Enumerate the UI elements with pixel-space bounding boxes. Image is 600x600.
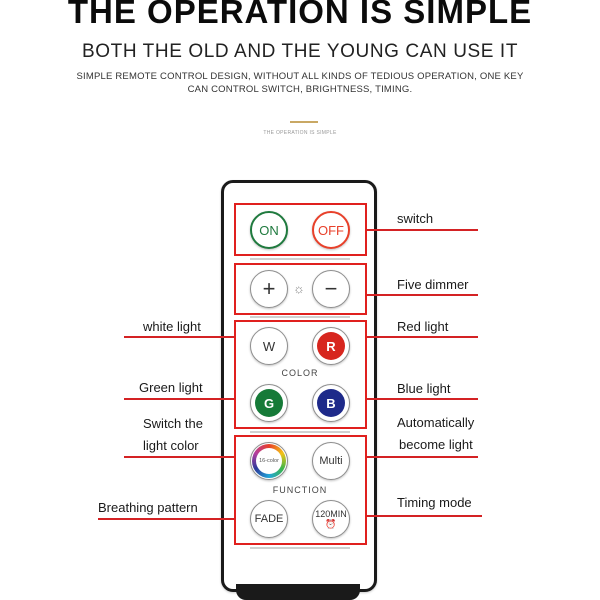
separator-1 — [250, 258, 350, 260]
timer-button-label: 120MIN — [315, 509, 347, 519]
remote-control-body — [221, 180, 377, 592]
description-line-1: SIMPLE REMOTE CONTROL DESIGN, WITHOUT AL… — [76, 71, 524, 82]
callout-line-white — [124, 336, 234, 338]
callout-auto-line2: become light — [399, 437, 473, 452]
callout-blue-light: Blue light — [397, 381, 451, 396]
color-section-box — [234, 320, 367, 429]
white-light-button[interactable]: W — [250, 327, 288, 365]
color-section-label: COLOR — [281, 368, 319, 378]
callout-line-blue — [367, 398, 478, 400]
timer-button[interactable]: 120MIN ⏰ — [312, 500, 350, 538]
callout-auto-line1: Automatically — [397, 415, 475, 430]
callout-line-switch-color — [124, 456, 234, 458]
blue-light-button-label: B — [317, 389, 345, 417]
blue-light-button[interactable]: B — [312, 384, 350, 422]
separator-4 — [250, 547, 350, 549]
callout-green-light: Green light — [139, 380, 203, 395]
off-button[interactable]: OFF — [312, 211, 350, 249]
fade-button[interactable]: FADE — [250, 500, 288, 538]
on-button[interactable]: ON — [250, 211, 288, 249]
callout-line-auto — [367, 456, 478, 458]
function-section-label: FUNCTION — [272, 485, 328, 495]
callout-five-dimmer: Five dimmer — [397, 277, 469, 292]
remote-bottom-edge — [236, 584, 360, 600]
callout-switch-color-line1: Switch the — [143, 416, 203, 431]
callout-line-switch — [367, 229, 478, 231]
small-caption: THE OPERATION IS SIMPLE — [263, 130, 337, 136]
red-light-button[interactable]: R — [312, 327, 350, 365]
switch-section-box — [234, 203, 367, 256]
green-light-button-label: G — [255, 389, 283, 417]
color-ring-icon: 16-color — [252, 444, 286, 478]
alarm-clock-icon: ⏰ — [325, 519, 337, 529]
callout-line-green — [124, 398, 234, 400]
page-subtitle: BOTH THE OLD AND THE YOUNG CAN USE IT — [81, 41, 519, 62]
description-line-2: CAN CONTROL SWITCH, BRIGHTNESS, TIMING. — [187, 84, 413, 95]
separator-2 — [250, 316, 350, 318]
separator-3 — [250, 431, 350, 433]
callout-switch: switch — [397, 211, 434, 226]
red-light-button-label: R — [317, 332, 345, 360]
green-light-button[interactable]: G — [250, 384, 288, 422]
callout-line-red — [367, 336, 478, 338]
callout-breathing: Breathing pattern — [98, 500, 198, 515]
color-cycle-label: 16-color — [256, 448, 282, 474]
callout-line-breathing — [98, 518, 234, 520]
page-title: THE OPERATION IS SIMPLE — [67, 0, 533, 30]
callout-line-timing — [367, 515, 482, 517]
callout-line-dimmer — [367, 294, 478, 296]
function-section-box — [234, 435, 367, 545]
brightness-sun-icon: ☼ — [293, 281, 305, 296]
callout-timing: Timing mode — [397, 495, 472, 510]
brightness-plus-button[interactable]: + — [250, 270, 288, 308]
page-description: SIMPLE REMOTE CONTROL DESIGN, WITHOUT AL… — [60, 70, 540, 96]
color-cycle-button[interactable]: 16-color — [250, 442, 288, 480]
gold-divider — [290, 121, 318, 123]
brightness-minus-button[interactable]: − — [312, 270, 350, 308]
callout-switch-color-line2: light color — [143, 438, 199, 453]
multi-button[interactable]: Multi — [312, 442, 350, 480]
callout-white-light: white light — [143, 319, 201, 334]
dimmer-section-box — [234, 263, 367, 315]
callout-red-light: Red light — [397, 319, 449, 334]
